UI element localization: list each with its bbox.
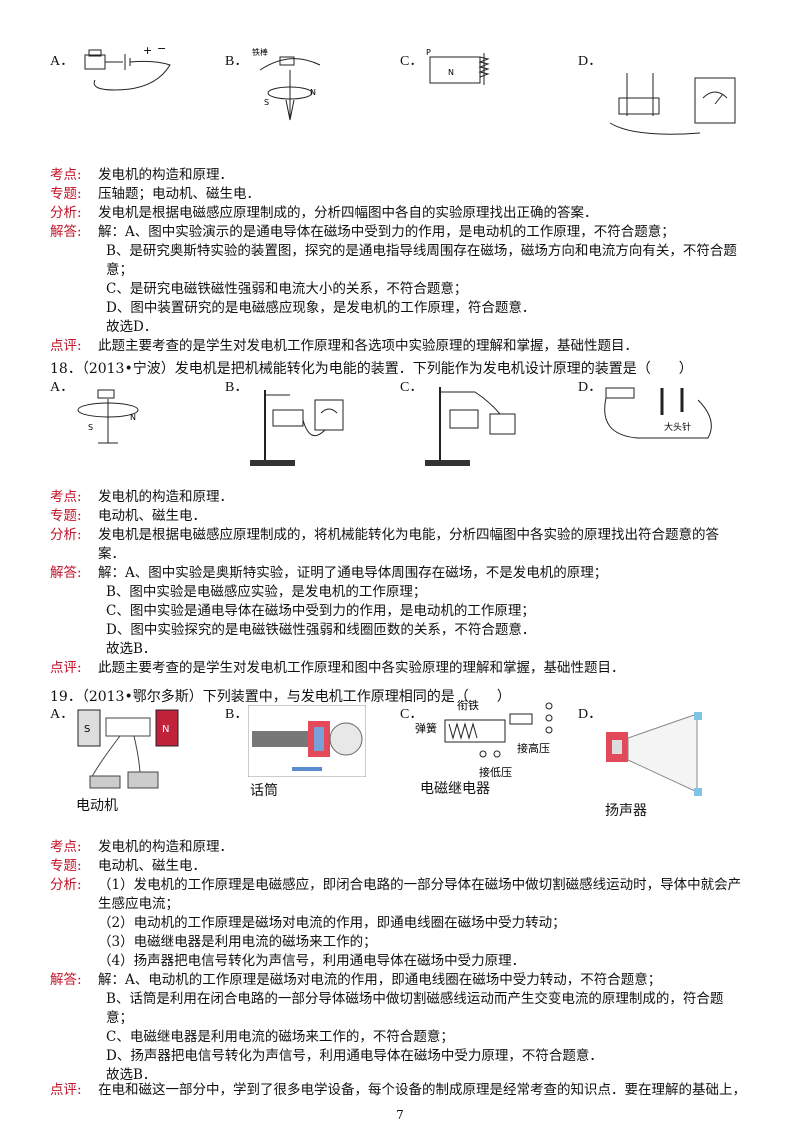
q17-zhuanti: 压轴题；电动机、磁生电． bbox=[98, 186, 260, 202]
svg-text:接高压: 接高压 bbox=[517, 741, 550, 755]
q19-fenxi-line-0: （1）发电机的工作原理是电磁感应，即闭合电路的一部分导体在磁场中做切割磁感线运动… bbox=[98, 877, 742, 893]
q18-jieda-line-0: 解：A、图中实验是奥斯特实验，证明了通电导体周围存在磁场，不是发电机的原理； bbox=[98, 565, 608, 581]
q17-figure-b: 铁棒 S N bbox=[252, 47, 321, 121]
q19-figure-c: 衔铁 弹簧 接高压 接低压 bbox=[415, 699, 553, 779]
svg-text:大头针: 大头针 bbox=[664, 421, 691, 433]
q18-zhuanti: 电动机、磁生电． bbox=[98, 508, 206, 524]
q17-jieda-line-3: C、是研究电磁铁磁性强弱和电流大小的关系，不符合题意； bbox=[106, 281, 468, 297]
svg-text:S: S bbox=[264, 98, 269, 107]
svg-text:N: N bbox=[448, 68, 454, 77]
q18-figure-c bbox=[425, 387, 516, 466]
q19-option-c-label: C． bbox=[400, 707, 424, 722]
svg-text:铁棒: 铁棒 bbox=[252, 47, 268, 57]
q18-dianping: 此题主要考查的是学生对发电机工作原理和图中各实验原理的理解和掌握，基础性题目． bbox=[98, 660, 625, 676]
q17-kaodian-label: 考点: bbox=[50, 167, 82, 183]
q19-jieda-line-5: 故选B． bbox=[106, 1067, 157, 1083]
q18-jieda-line-2: C、图中实验是通电导体在磁场中受到力的作用，是电动机的工作原理； bbox=[106, 603, 535, 619]
q18-fenxi-line-0: 发电机是根据电磁感应原理制成的，将机械能转化为电能，分析四幅图中各实验的原理找出… bbox=[98, 527, 719, 543]
q18-dianping-label: 点评: bbox=[50, 660, 82, 676]
q17-option-c-label: C． bbox=[400, 54, 424, 69]
q19-option-b-label: B． bbox=[225, 707, 249, 722]
q17-jieda-line-1: B、是研究奥斯特实验的装置图，探究的是通电指导线周围存在磁场，磁场方向和电流方向… bbox=[106, 243, 737, 259]
q19-caption-b: 话筒 bbox=[250, 783, 278, 799]
page-number: 7 bbox=[396, 1108, 404, 1122]
q19-caption-d: 扬声器 bbox=[605, 803, 647, 819]
q18-kaodian-label: 考点: bbox=[50, 489, 82, 505]
q19-zhuanti: 电动机、磁生电． bbox=[98, 858, 206, 874]
svg-text:P: P bbox=[426, 48, 431, 57]
q19-option-d-label: D． bbox=[578, 707, 603, 722]
svg-text:S: S bbox=[84, 724, 90, 735]
q17-kaodian: 发电机的构造和原理． bbox=[98, 167, 233, 183]
q18-option-d-label: D． bbox=[578, 380, 603, 395]
q18-figure-b bbox=[250, 390, 344, 466]
q18-fenxi-line-1: 案． bbox=[98, 546, 125, 562]
q19-jieda-label: 解答: bbox=[50, 972, 82, 988]
q18-jieda-line-4: 故选B． bbox=[106, 641, 157, 657]
q17-jieda-line-2: 意； bbox=[106, 262, 133, 278]
svg-text:弹簧: 弹簧 bbox=[415, 721, 437, 735]
svg-text:+: + bbox=[143, 44, 152, 57]
q18-kaodian: 发电机的构造和原理． bbox=[98, 489, 233, 505]
q19-jieda-line-4: D、扬声器把电信号转化为声信号，利用通电导体在磁场中受力原理，不符合题意． bbox=[106, 1048, 603, 1064]
q19-fenxi-line-4: （4）扬声器把电信号转化为声信号，利用通电导体在磁场中受力原理． bbox=[98, 953, 526, 969]
q19-fenxi-label: 分析: bbox=[50, 877, 82, 893]
q18-figure-a: SN bbox=[77, 389, 139, 444]
q17-figure-d bbox=[609, 73, 736, 135]
q19-fenxi-line-3: （3）电磁继电器是利用电流的磁场来工作的； bbox=[98, 934, 377, 950]
q17-option-b-label: B． bbox=[225, 54, 249, 69]
q17-jieda-line-4: D、图中装置研究的是电磁感应现象，是发电机的工作原理，符合题意． bbox=[106, 300, 536, 316]
q19-option-a-label: A． bbox=[50, 707, 75, 722]
q17-zhuanti-label: 专题: bbox=[50, 186, 82, 202]
svg-text:接低压: 接低压 bbox=[479, 766, 512, 779]
q19-figure-b bbox=[248, 705, 366, 777]
svg-text:N: N bbox=[130, 413, 136, 422]
svg-text:S: S bbox=[88, 423, 93, 432]
q17-jieda-line-0: 解：A、图中实验演示的是通电导体在磁场中受到力的作用，是电动机的工作原理，不符合… bbox=[98, 224, 675, 240]
q18-figure-d: 大头针 bbox=[604, 387, 712, 439]
q17-jieda-label: 解答: bbox=[50, 224, 82, 240]
q19-jieda-line-0: 解：A、电动机的工作原理是磁场对电流的作用，即通电线圈在磁场中受力转动，不符合题… bbox=[98, 972, 662, 988]
q17-figure-c: P N bbox=[426, 48, 490, 85]
q18-option-a-label: A． bbox=[50, 380, 75, 395]
q17-dianping-label: 点评: bbox=[50, 338, 82, 354]
q19-jieda-line-3: C、电磁继电器是利用电流的磁场来工作的，不符合题意； bbox=[106, 1029, 454, 1045]
svg-text:衔铁: 衔铁 bbox=[457, 699, 479, 712]
q17-option-d-label: D． bbox=[578, 54, 603, 69]
q19-dianping: 在电和磁这一部分中，学到了很多电学设备，每个设备的制成原理是经常考查的知识点．要… bbox=[98, 1082, 746, 1098]
q17-fenxi: 发电机是根据电磁感应原理制成的，分析四幅图中各自的实验原理找出正确的答案． bbox=[98, 205, 598, 221]
svg-text:N: N bbox=[310, 88, 316, 97]
q19-dianping-label: 点评: bbox=[50, 1082, 82, 1098]
q17-fenxi-label: 分析: bbox=[50, 205, 82, 221]
q19-fenxi-line-1: 生感应电流； bbox=[98, 896, 179, 912]
q18-question: 18．（2013•宁波）发电机是把机械能转化为电能的装置．下列能作为发电机设计原… bbox=[50, 361, 693, 377]
q18-zhuanti-label: 专题: bbox=[50, 508, 82, 524]
q19-jieda-line-2: 意； bbox=[106, 1010, 133, 1026]
q19-zhuanti-label: 专题: bbox=[50, 858, 82, 874]
svg-text:N: N bbox=[162, 724, 169, 735]
q17-option-a-label: A． bbox=[50, 54, 75, 69]
q19-figure-d bbox=[606, 712, 702, 796]
q18-fenxi-label: 分析: bbox=[50, 527, 82, 543]
q18-jieda-line-3: D、图中实验探究的是电磁铁磁性强弱和线圈匝数的关系，不符合题意． bbox=[106, 622, 536, 638]
q17-figure-a: +− bbox=[84, 42, 171, 91]
q18-option-b-label: B． bbox=[225, 380, 249, 395]
q17-jieda-line-5: 故选D． bbox=[106, 319, 158, 335]
q18-jieda-label: 解答: bbox=[50, 565, 82, 581]
q19-caption-c: 电磁继电器 bbox=[420, 781, 490, 797]
q19-caption-a: 电动机 bbox=[76, 798, 118, 814]
svg-text:−: − bbox=[157, 42, 166, 55]
q17-dianping: 此题主要考查的是学生对发电机工作原理和各选项中实验原理的理解和掌握，基础性题目． bbox=[98, 338, 638, 354]
q18-jieda-line-1: B、图中实验是电磁感应实验，是发电机的工作原理； bbox=[106, 584, 427, 600]
q19-fenxi-line-2: （2）电动机的工作原理是磁场对电流的作用，即通电线圈在磁场中受力转动； bbox=[98, 915, 566, 931]
q19-jieda-line-1: B、话筒是利用在闭合电路的一部分导体磁场中做切割磁感线运动而产生交变电流的原理制… bbox=[106, 991, 724, 1007]
q19-figure-a: S N bbox=[77, 709, 179, 789]
q18-option-c-label: C． bbox=[400, 380, 424, 395]
q19-question: 19．（2013•鄂尔多斯）下列装置中，与发电机工作原理相同的是（ ） bbox=[50, 689, 511, 705]
q19-kaodian-label: 考点: bbox=[50, 839, 82, 855]
q19-kaodian: 发电机的构造和原理． bbox=[98, 839, 233, 855]
